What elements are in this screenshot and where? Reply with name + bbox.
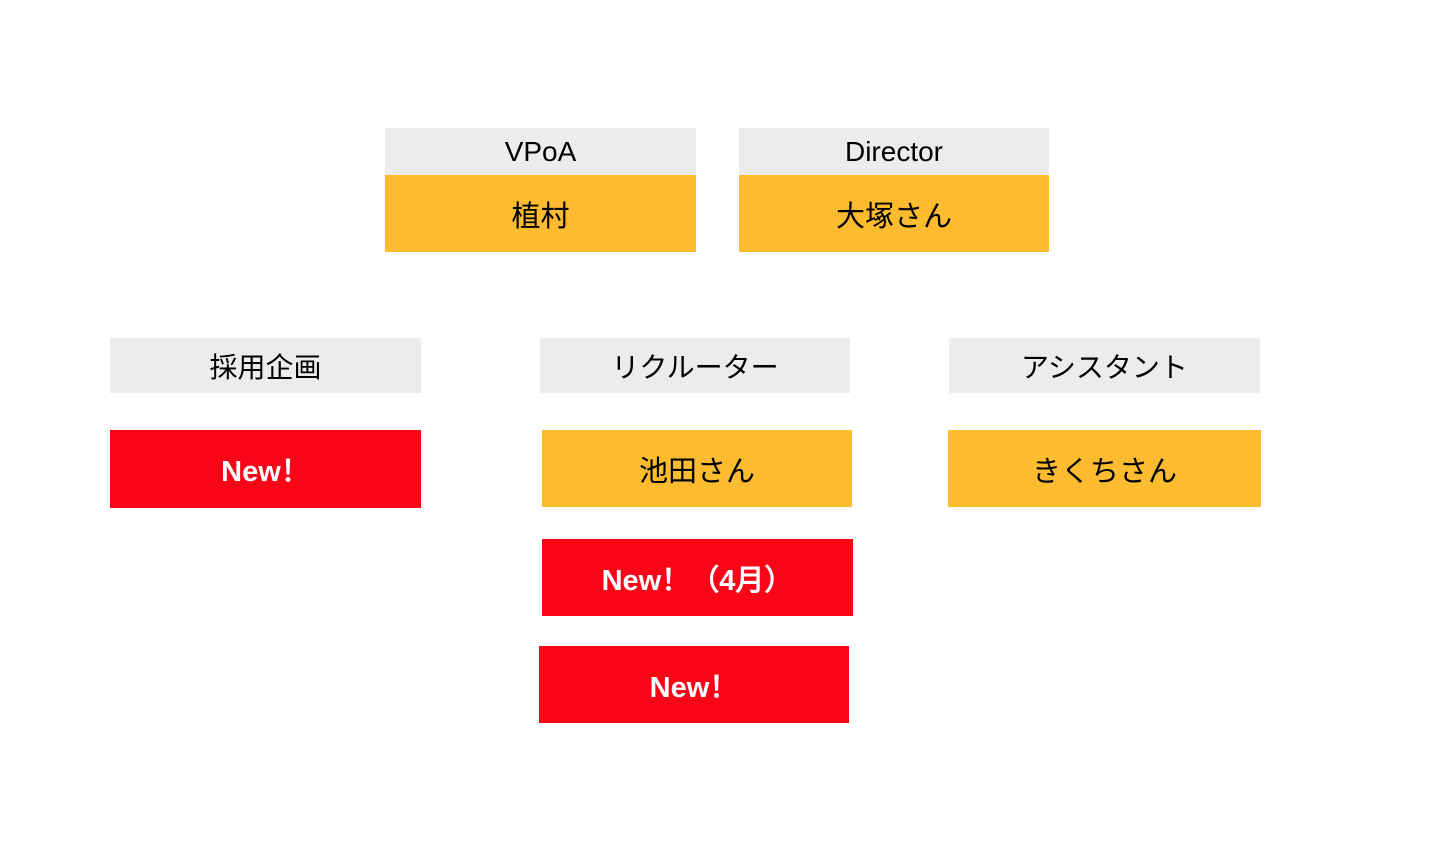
member-box-vpoa: 植村 <box>385 175 696 252</box>
role-header-assistant: アシスタント <box>949 338 1260 393</box>
vacancy-box-recruiter-april: New！（4月） <box>542 539 853 616</box>
member-box-director: 大塚さん <box>739 175 1049 252</box>
role-header-recruiter: リクルーター <box>540 338 850 393</box>
role-header-director: Director <box>739 128 1049 175</box>
member-box-assistant: きくちさん <box>948 430 1261 507</box>
vacancy-box-planning: New！ <box>110 430 421 508</box>
vacancy-box-recruiter: New！ <box>539 646 849 723</box>
member-box-recruiter: 池田さん <box>542 430 852 507</box>
role-header-planning: 採用企画 <box>110 338 421 393</box>
role-header-vpoa: VPoA <box>385 128 696 175</box>
